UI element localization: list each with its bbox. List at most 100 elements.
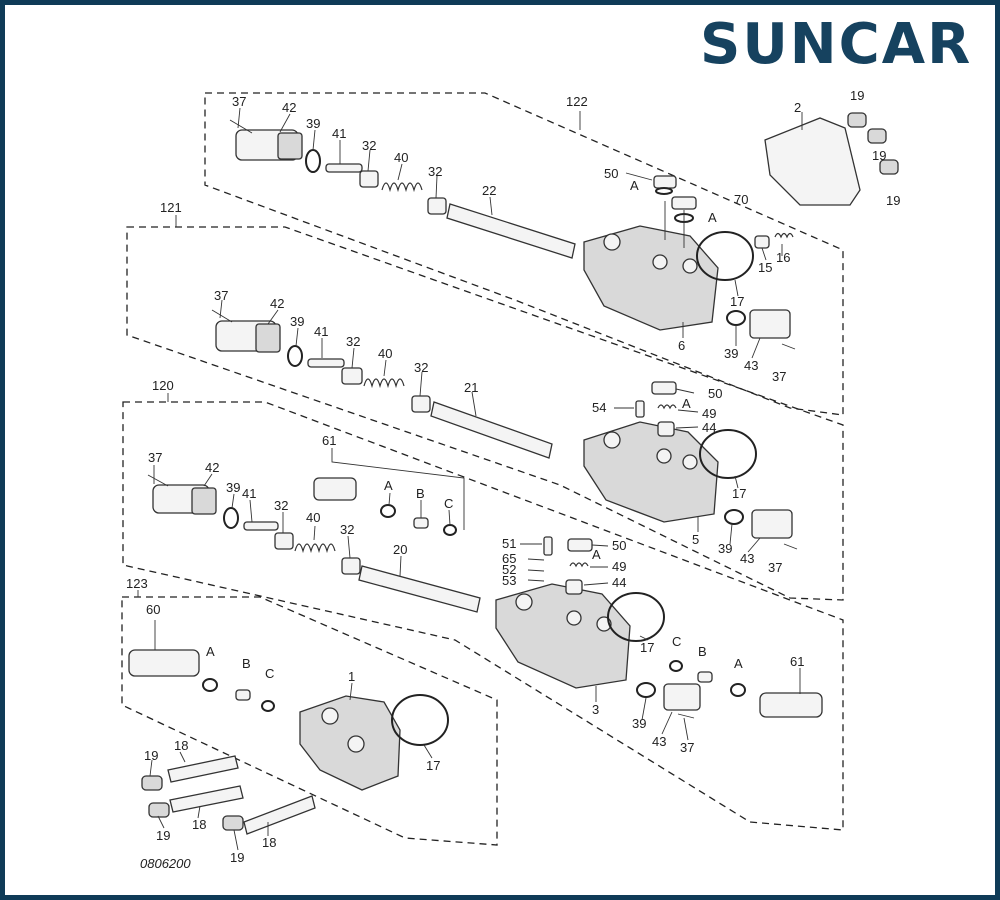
label-22: 22 (482, 183, 496, 198)
bolt-41-b (307, 358, 345, 368)
label-A-60: A (206, 644, 215, 659)
leader-lines (137, 107, 803, 851)
label-32-a2: 32 (428, 164, 442, 179)
label-19-a: 19 (850, 88, 864, 103)
section-122-parts (229, 119, 796, 350)
bolt-19-c (879, 159, 899, 175)
cover-43-a (749, 309, 791, 339)
plug-61-a (313, 477, 357, 501)
oring-39-c (287, 345, 303, 367)
label-70: 70 (734, 192, 748, 207)
label-65: 65 (502, 551, 516, 566)
drawing-code: 0806200 (140, 856, 191, 871)
oring-17-a (696, 231, 754, 281)
label-120: 120 (152, 378, 174, 393)
bracket-2-assembly (764, 112, 899, 206)
cap-42-a-flange (277, 132, 303, 160)
label-A-61b: A (734, 656, 743, 671)
ring-b-61a (413, 517, 429, 529)
plug-70 (671, 196, 697, 210)
label-18-c: 18 (262, 835, 276, 850)
label-123: 123 (126, 576, 148, 591)
label-60: 60 (146, 602, 160, 617)
section-123-boundary (121, 596, 498, 846)
cover-43-b (751, 509, 793, 539)
label-122: 122 (566, 94, 588, 109)
label-41-a: 41 (332, 126, 346, 141)
plug-50-a (653, 175, 677, 189)
label-54: 54 (592, 400, 606, 415)
ring-b-60 (235, 689, 251, 701)
label-A-70: A (708, 210, 717, 225)
cover-43-c (663, 683, 701, 711)
plug-50-b (651, 381, 677, 395)
valve-body-5 (583, 421, 719, 523)
label-17-d: 17 (426, 758, 440, 773)
label-C-60: C (265, 666, 274, 681)
label-43-a: 43 (744, 358, 758, 373)
label-19-d: 19 (144, 748, 158, 763)
spring-40-c (294, 543, 336, 554)
label-6: 6 (678, 338, 685, 353)
plug-50-c (567, 538, 593, 552)
suncar-logo: SUNCAR (700, 12, 973, 77)
seat-32-a2 (427, 197, 447, 215)
label-37-f: 37 (680, 740, 694, 755)
oring-17-c (607, 592, 665, 642)
plug-15 (754, 235, 770, 249)
bolt-41-c (243, 521, 279, 531)
label-42-a: 42 (282, 100, 296, 115)
valve-body-6 (583, 225, 719, 331)
label-19-f: 19 (230, 850, 244, 865)
label-A-61a: A (384, 478, 393, 493)
spring-49-a (657, 404, 677, 410)
label-B-60: B (242, 656, 251, 671)
spool-20 (358, 565, 481, 613)
label-32-a1: 32 (362, 138, 376, 153)
label-37-c: 37 (214, 288, 228, 303)
label-B-61a: B (416, 486, 425, 501)
label-61-b: 61 (790, 654, 804, 669)
plug-61-b (759, 692, 823, 718)
label-49-a: 49 (702, 406, 716, 421)
label-32-b2: 32 (414, 360, 428, 375)
poppet-44-b (565, 579, 583, 595)
seat-32-c2 (341, 557, 361, 575)
label-20: 20 (393, 542, 407, 557)
ring-b-61b (697, 671, 713, 683)
spring-49-b (569, 562, 589, 568)
ring-c-60 (261, 700, 275, 712)
label-19-b: 19 (872, 148, 886, 163)
label-41-c: 41 (242, 486, 256, 501)
oring-39-b (726, 310, 746, 326)
label-A-50c: A (592, 547, 601, 562)
label-39-a: 39 (306, 116, 320, 131)
label-37-e: 37 (148, 450, 162, 465)
section-120-boundary (122, 401, 844, 831)
label-39-b: 39 (724, 346, 738, 361)
seat-32-b2 (411, 395, 431, 413)
spring-40-b (363, 378, 405, 389)
label-44-a: 44 (702, 420, 716, 435)
label-2: 2 (794, 100, 801, 115)
valve-51 (543, 536, 553, 556)
oring-39-f (636, 682, 656, 698)
section-120-parts (147, 474, 823, 719)
label-52: 52 (502, 562, 516, 577)
label-C-61a: C (444, 496, 453, 511)
label-121: 121 (160, 200, 182, 215)
label-17-c: 17 (640, 640, 654, 655)
label-17-b: 17 (732, 486, 746, 501)
oring-39-d (724, 509, 744, 525)
ring-a-60 (202, 678, 218, 692)
label-18-a: 18 (174, 738, 188, 753)
spring-40-a (381, 182, 423, 193)
tie-rod-18-b (169, 785, 244, 813)
bolt-41-a (325, 163, 363, 173)
label-49-b: 49 (612, 559, 626, 574)
label-A-50b: A (682, 396, 691, 411)
label-18-b: 18 (192, 817, 206, 832)
nut-19-c (222, 815, 244, 831)
tie-rod-18-a (167, 755, 239, 783)
